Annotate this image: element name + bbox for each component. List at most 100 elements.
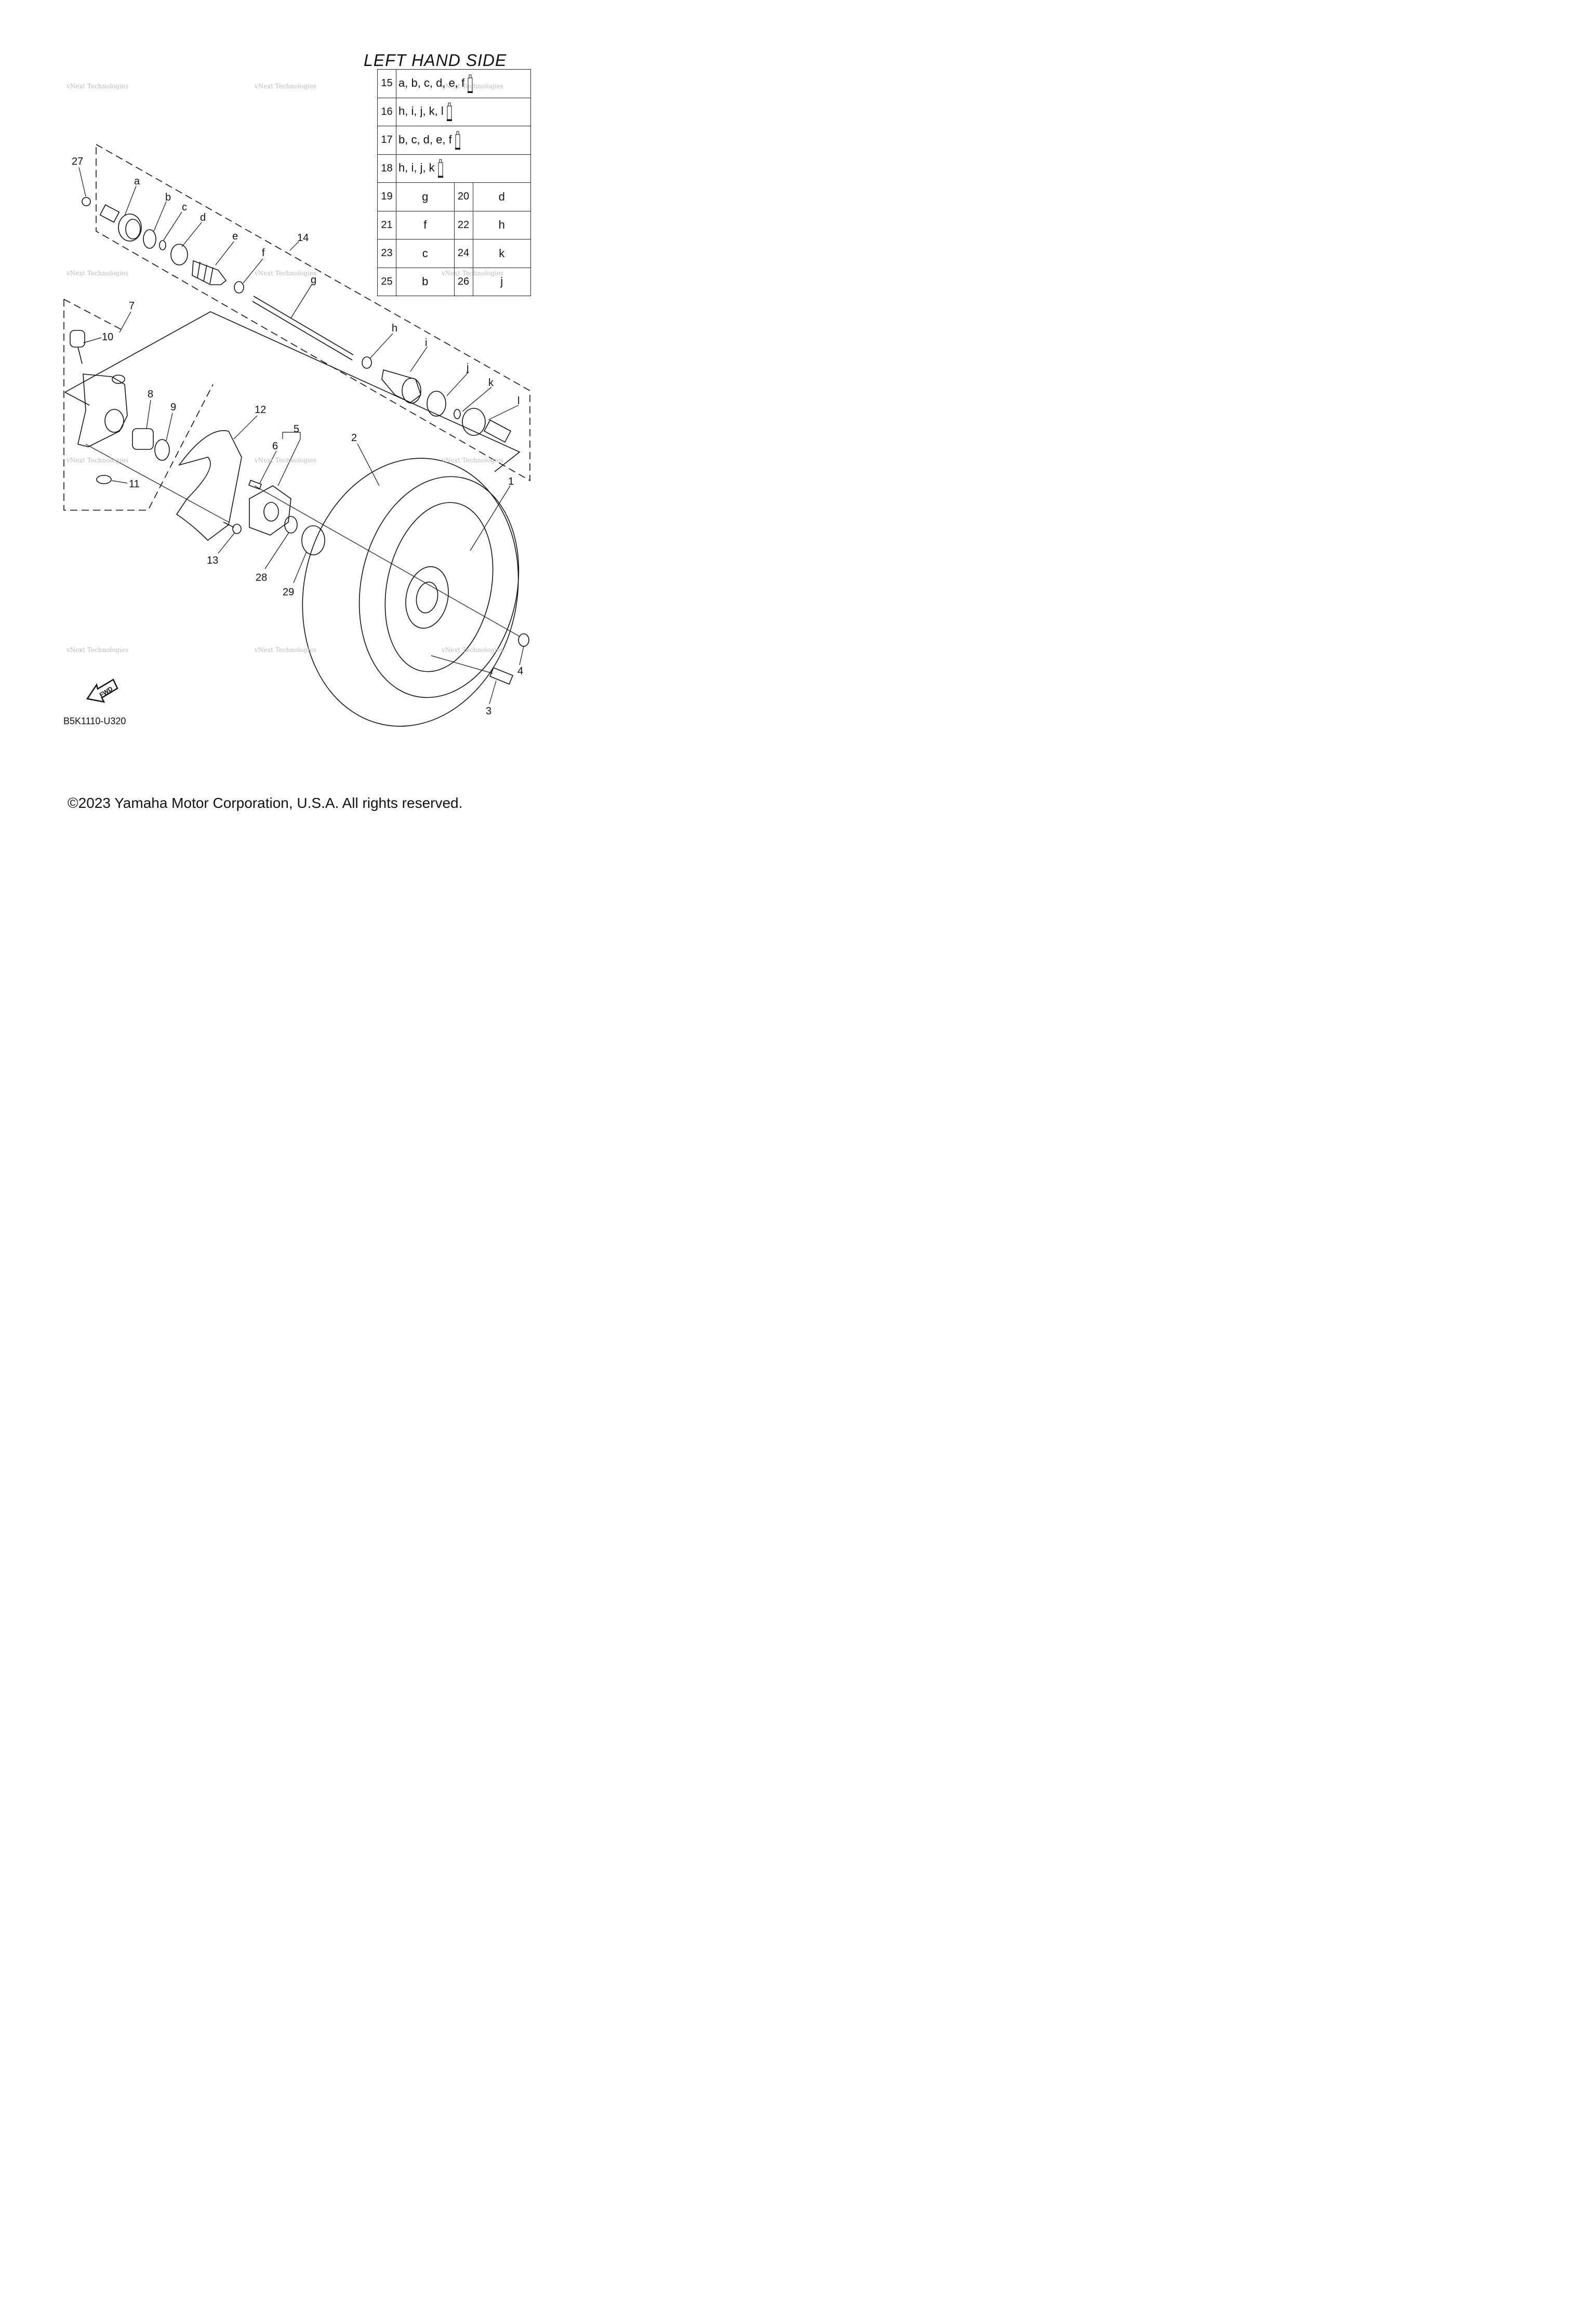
part-number: 23 — [377, 239, 396, 268]
callout-9: 9 — [170, 402, 176, 413]
callout-j: j — [466, 362, 469, 374]
kit-parts: a, b, c, d, e, f — [396, 69, 531, 98]
kit-parts: b, c, d, e, f — [396, 126, 531, 155]
kit-number: 18 — [377, 154, 396, 183]
lug-nut-4 — [518, 633, 529, 647]
callout-7: 7 — [129, 300, 135, 312]
part-letter: k — [472, 239, 531, 268]
callout-f: f — [262, 247, 265, 259]
kit-number: 16 — [377, 97, 396, 126]
callout-2: 2 — [351, 432, 357, 444]
band-h — [362, 356, 372, 369]
kit-contents-table: 15 a, b, c, d, e, f 16 h, i, j, k, l 17 … — [377, 69, 531, 296]
callout-6: 6 — [272, 441, 278, 452]
part-letter: f — [396, 210, 455, 240]
tire-2 — [302, 458, 520, 727]
part-number: 19 — [377, 182, 396, 211]
callout-i: i — [425, 337, 427, 349]
watermark: vNext Technologies — [254, 83, 316, 90]
grease-tube-icon — [455, 131, 460, 150]
grease-tube-icon — [468, 74, 473, 93]
forward-arrow-icon: FWD — [86, 678, 118, 703]
parts-diagram: FWD 27 a b c d e f 14 g h i j k l 7 10 8… — [63, 83, 530, 727]
callout-1: 1 — [508, 476, 514, 487]
callout-h: h — [392, 323, 397, 334]
part-letter: b — [396, 267, 455, 296]
shaft-group-boundary — [96, 144, 530, 482]
callout-29: 29 — [283, 587, 294, 598]
grease-tube-icon — [437, 159, 443, 178]
kit-parts: h, i, j, k, l — [396, 97, 531, 126]
stud-bolt-6 — [248, 480, 262, 490]
clip-c — [159, 240, 166, 250]
pair-row: 19 g 20 d — [377, 182, 531, 211]
kit-row: 17 b, c, d, e, f — [377, 126, 531, 155]
callout-27: 27 — [72, 156, 83, 167]
band-j — [427, 391, 446, 417]
part-letter: d — [472, 182, 531, 211]
wheel-hub-5 — [249, 485, 291, 536]
watermark: vNext Technologies — [254, 270, 316, 277]
knuckle-group-boundary — [63, 299, 214, 511]
part-number: 22 — [454, 210, 473, 240]
part-number: 26 — [454, 267, 473, 296]
steering-knuckle — [77, 374, 128, 447]
callout-3: 3 — [486, 706, 491, 717]
inner-cv-joint-l — [462, 408, 512, 443]
cotter-pin-11 — [96, 475, 112, 484]
part-letter: g — [396, 182, 455, 211]
drawing-code: B5K1110-U320 — [63, 716, 126, 726]
callout-k: k — [488, 377, 494, 389]
shaft-assembly-outline — [64, 311, 521, 472]
part-number: 25 — [377, 267, 396, 296]
part-number: 20 — [454, 182, 473, 211]
watermark: vNext Technologies — [441, 457, 503, 464]
boot-e — [192, 260, 227, 285]
callout-e: e — [232, 231, 238, 242]
bolt-13 — [223, 522, 242, 534]
clip-k — [454, 409, 461, 419]
callout-12: 12 — [255, 404, 266, 416]
band-d — [170, 244, 188, 265]
kit-number: 17 — [377, 126, 396, 155]
grease-tube-icon — [446, 102, 452, 122]
pair-row: 25 b 26 j — [377, 267, 531, 296]
callout-a: a — [134, 176, 140, 187]
callout-4: 4 — [517, 666, 523, 677]
boot-i — [381, 369, 421, 404]
circlip-27 — [82, 197, 91, 206]
watermark: vNext Technologies — [66, 83, 128, 90]
spacer-28 — [284, 516, 298, 534]
band-f — [234, 281, 244, 294]
callout-c: c — [182, 202, 187, 213]
kit-row: 18 h, i, j, k — [377, 154, 531, 183]
watermark: vNext Technologies — [254, 457, 316, 464]
pair-row: 23 c 24 k — [377, 239, 531, 268]
ball-joint-10 — [70, 330, 85, 364]
part-number: 24 — [454, 239, 473, 268]
tire-valve-3 — [489, 667, 513, 685]
bearing-8 — [132, 428, 154, 450]
part-letter: h — [472, 210, 531, 240]
callout-10: 10 — [102, 331, 113, 343]
watermark: vNext Technologies — [254, 646, 316, 654]
copyright-notice: ©2023 Yamaha Motor Corporation, U.S.A. A… — [68, 795, 463, 811]
kit-number: 15 — [377, 69, 396, 98]
watermark: vNext Technologies — [441, 646, 503, 654]
o-ring-b — [143, 229, 156, 249]
part-letter: j — [472, 267, 531, 296]
callout-b: b — [165, 192, 171, 203]
part-number: 21 — [377, 210, 396, 240]
hub-cap-29 — [301, 525, 325, 555]
watermark: vNext Technologies — [66, 646, 128, 654]
table-title: LEFT HAND SIDE — [364, 51, 507, 70]
part-letter: c — [396, 239, 455, 268]
callout-8: 8 — [148, 389, 153, 400]
wheel-1 — [384, 502, 494, 672]
watermark: vNext Technologies — [66, 270, 128, 277]
axle-shaft-g — [252, 296, 354, 361]
callout-g: g — [311, 274, 316, 286]
pair-row: 21 f 22 h — [377, 210, 531, 240]
callout-d: d — [200, 212, 206, 223]
kit-parts: h, i, j, k — [396, 154, 531, 183]
